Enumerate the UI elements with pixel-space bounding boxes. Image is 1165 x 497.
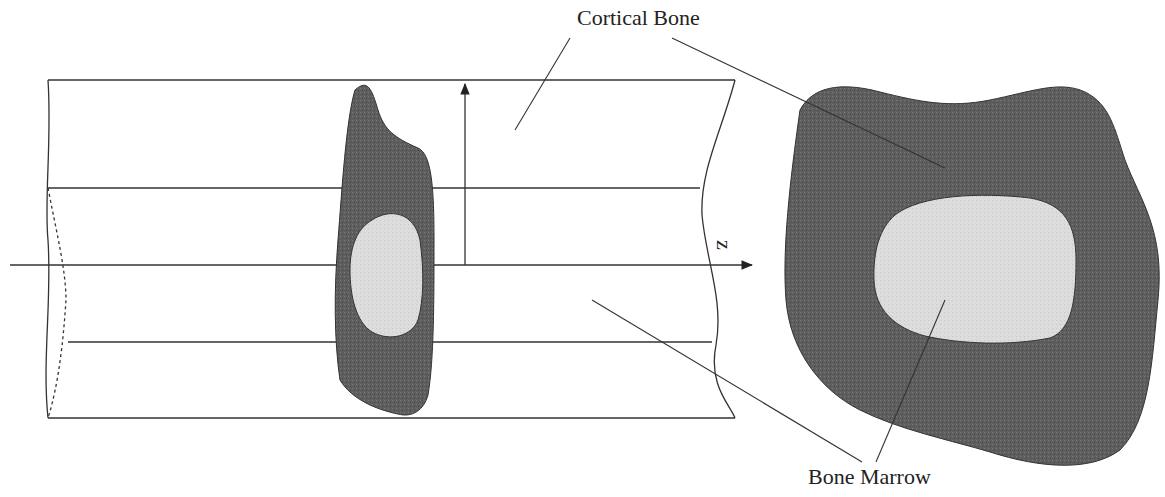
leader-line (876, 300, 945, 462)
structure-label: Cortical Bone (577, 6, 700, 30)
axis-label: z (712, 240, 736, 250)
cortical-cross-section (785, 87, 1159, 465)
cortical-section (335, 85, 434, 415)
radius-arrow (464, 84, 465, 265)
break-line (46, 80, 49, 418)
leader-line (592, 300, 862, 462)
hidden-line (48, 188, 66, 418)
cylinder-edge (48, 417, 735, 418)
marrow-cross-section (874, 195, 1076, 343)
leader-line (672, 38, 945, 168)
leader-line (515, 38, 570, 130)
marrow-section (350, 214, 423, 337)
cylinder-edge (48, 79, 735, 80)
structure-label: Bone Marrow (808, 465, 931, 489)
break-line (702, 80, 735, 418)
